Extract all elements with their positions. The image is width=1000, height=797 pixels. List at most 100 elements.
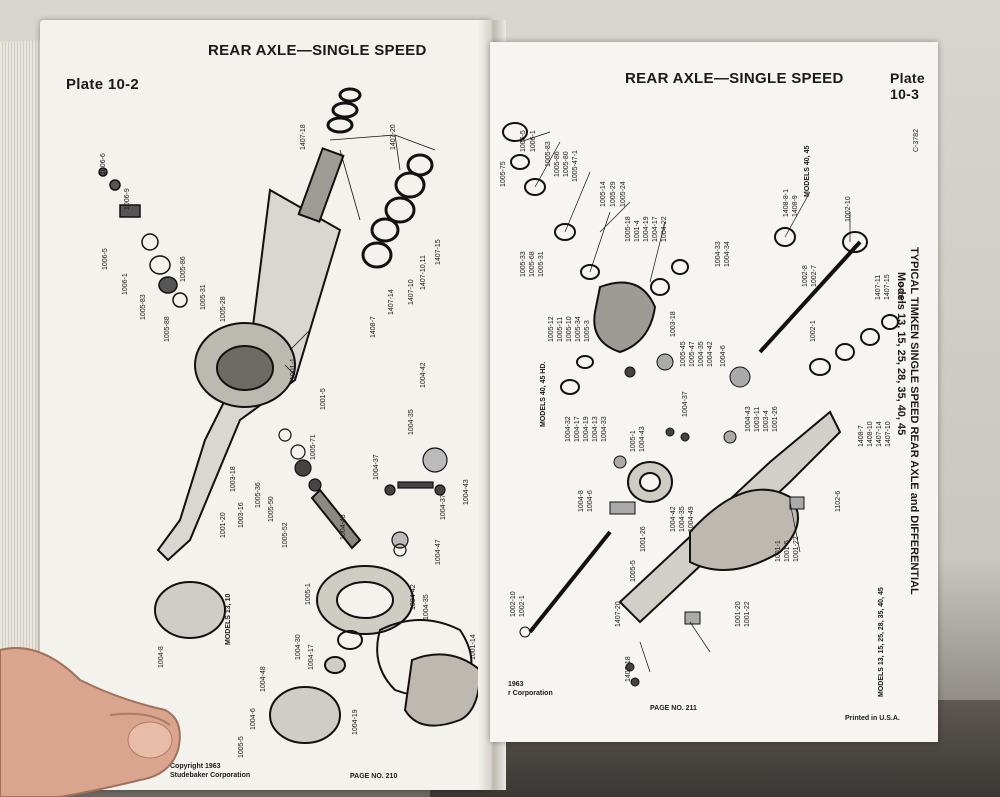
part-label: 1002-10 xyxy=(845,196,852,222)
printed-in-usa: Printed in U.S.A. xyxy=(845,715,900,722)
part-label: 1005-5 xyxy=(630,560,637,582)
part-label: 1004-34 xyxy=(724,241,731,267)
part-label: 1001-22 xyxy=(793,536,800,562)
part-label: 1001-1 xyxy=(775,540,782,562)
part-label: 1005-75 xyxy=(500,161,507,187)
part-label: 1407-15 xyxy=(884,274,891,300)
part-label: 1005-45 xyxy=(680,341,687,367)
part-label: 1407-18 xyxy=(300,124,307,150)
part-label: 1006-5 xyxy=(102,248,109,270)
part-label: 1004-6 xyxy=(720,345,727,367)
part-label: 1408-7 xyxy=(858,425,865,447)
part-label: 1005-1 xyxy=(305,583,312,605)
part-label: 1004-42 xyxy=(410,584,417,610)
part-label: 1005-71 xyxy=(310,434,317,460)
left-copyright: Copyright 1963 Studebaker Corporation xyxy=(170,763,251,779)
part-label: 1005-14 xyxy=(600,181,607,207)
part-label: 1407-15 xyxy=(435,239,442,265)
part-label: 1004-48 xyxy=(260,666,267,692)
part-label: 1004-17 xyxy=(574,416,581,442)
part-label: 1407-10 xyxy=(408,279,415,305)
part-label: 1005-33 xyxy=(520,251,527,277)
part-label: 1001-1 xyxy=(290,358,297,380)
right-exploded-diagram xyxy=(502,122,899,687)
part-label: 1002-1 xyxy=(519,595,526,617)
part-label: 1005-47 xyxy=(689,341,696,367)
part-label: 1408-8-1 xyxy=(783,188,790,217)
side-title-line2: Models 13, 15, 25, 28, 35, 40, 45 xyxy=(895,272,907,436)
part-label: 1006-5 xyxy=(520,130,527,152)
part-label: 1407-14 xyxy=(388,289,395,315)
part-label: 1001-5 xyxy=(784,540,791,562)
part-label: 1005-24 xyxy=(620,181,627,207)
part-label: 1004-6 xyxy=(587,490,594,512)
part-label: 1002-7 xyxy=(811,265,818,287)
part-label: 1004-35 xyxy=(679,506,686,532)
part-label: 1004-35 xyxy=(423,594,430,620)
part-label: 1005-83 xyxy=(545,141,552,167)
part-label: 1001-20 xyxy=(220,512,227,538)
part-label: 1004-33 xyxy=(715,241,722,267)
left-page-title: REAR AXLE—SINGLE SPEED xyxy=(208,42,427,59)
part-label: 1003-11 xyxy=(754,406,761,432)
part-label: 1004-32 xyxy=(565,416,572,442)
part-label: 1004-8 xyxy=(578,490,585,512)
part-label: 1004-37 xyxy=(440,494,447,520)
right-page: REAR AXLE—SINGLE SPEED Plate 10-3 C-3782 xyxy=(490,42,938,742)
right-page-title: REAR AXLE—SINGLE SPEED xyxy=(625,70,844,87)
part-label: 1005-88 xyxy=(164,316,171,342)
models-40-45-hd-label: MODELS 40, 45 HD. xyxy=(540,361,547,427)
part-label: 1005-3 xyxy=(584,320,591,342)
part-label: 1006-1 xyxy=(122,273,129,295)
part-label: 1004-42 xyxy=(670,506,677,532)
part-label: 1001-26 xyxy=(772,406,779,432)
left-plate-number: Plate 10-2 xyxy=(66,76,140,93)
part-label: 1003-18 xyxy=(230,466,237,492)
part-label: 1004-43 xyxy=(639,426,646,452)
part-label: 1407-20 xyxy=(390,124,397,150)
part-label: 1004-19 xyxy=(583,416,590,442)
left-page-number: PAGE NO. 210 xyxy=(350,773,398,780)
part-label: 1005-10 xyxy=(566,316,573,342)
part-label: 1004-47 xyxy=(435,539,442,565)
part-label: 1004-33 xyxy=(601,416,608,442)
part-label: 1408-10 xyxy=(867,421,874,447)
part-label: 1004-19 xyxy=(352,709,359,735)
right-copyright: 1963 r Corporation xyxy=(508,681,553,697)
part-label: 1006-6 xyxy=(100,153,107,175)
part-label: 1005-34 xyxy=(575,316,582,342)
part-label: 1005-11 xyxy=(557,316,564,342)
models-40-45-label: MODELS 40, 45 xyxy=(804,145,811,197)
part-label: 1005-36 xyxy=(255,482,262,508)
part-label: 1004-13 xyxy=(592,416,599,442)
part-label: 1005-28 xyxy=(220,296,227,322)
part-label: 1002-10 xyxy=(510,591,517,617)
part-label: 1004-37 xyxy=(682,391,689,417)
part-label: 1001-5 xyxy=(320,388,327,410)
part-label: 1001-20 xyxy=(735,601,742,627)
part-label: 1408-7 xyxy=(370,316,377,338)
part-label: 1005-1 xyxy=(630,430,637,452)
part-label: 1003-16 xyxy=(238,502,245,528)
part-label: 1002-1 xyxy=(810,320,817,342)
part-label: 1005-47-1 xyxy=(572,150,579,182)
part-label: 1004-35 xyxy=(408,409,415,435)
part-label: 1004-49 xyxy=(688,506,695,532)
part-label: 1001-14 xyxy=(470,634,477,660)
left-page: Plate 10-2 REAR AXLE—SINGLE SPEED xyxy=(40,20,490,790)
part-label: 1004-22 xyxy=(661,216,668,242)
part-label: 1004-42 xyxy=(420,362,427,388)
part-label: 1004-30 xyxy=(295,634,302,660)
part-label: 1005-12 xyxy=(548,316,555,342)
part-label: 1004-17 xyxy=(652,216,659,242)
part-label: 1407-10,11 xyxy=(420,255,427,290)
part-label: 1001-22 xyxy=(744,601,751,627)
part-label: 1407-20 xyxy=(615,601,622,627)
part-label: 1003-4 xyxy=(763,410,770,432)
part-label: 1407-10 xyxy=(885,421,892,447)
part-label: 1005-31 xyxy=(538,251,545,277)
part-label: 1005-86 xyxy=(180,256,187,282)
side-title-small: MODELS 13, 15, 25, 28, 35, 40, 45 xyxy=(878,587,885,697)
part-label: 1005-50 xyxy=(268,496,275,522)
part-label: 1004-35 xyxy=(698,341,705,367)
